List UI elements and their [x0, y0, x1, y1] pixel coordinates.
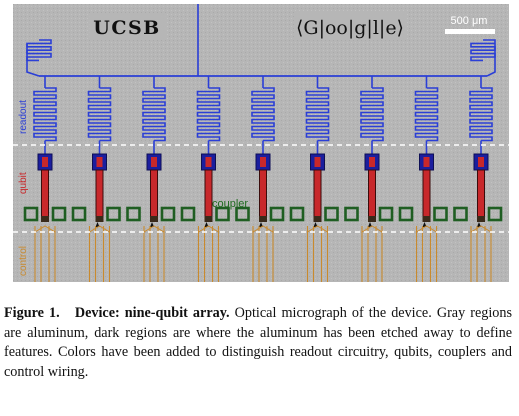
- coupler-marker: [95, 222, 100, 227]
- coupler-square: [180, 206, 196, 222]
- ucsb-logo-backdrop: [88, 14, 166, 40]
- coupler-square: [23, 206, 39, 222]
- control-fanout: [416, 225, 437, 233]
- coupler-marker: [204, 222, 209, 227]
- coupler-square: [378, 206, 394, 222]
- control-fanout: [34, 225, 56, 233]
- coupler-square: [71, 206, 87, 222]
- qubit-arm: [204, 169, 213, 219]
- control-fanout: [143, 225, 165, 233]
- coupler-square: [215, 206, 230, 222]
- qubit-pad-core: [96, 157, 103, 167]
- micrograph-background: [13, 4, 509, 282]
- qubit-arm: [41, 169, 49, 219]
- google-logo-backdrop: [295, 12, 407, 40]
- coupler-square: [269, 206, 285, 222]
- figure-number: Figure 1.: [4, 305, 60, 321]
- coupler-square: [453, 206, 468, 222]
- coupler-marker: [150, 222, 154, 227]
- coupler-marker: [422, 222, 427, 227]
- qubit-pad-core: [314, 157, 321, 167]
- output-lead: [486, 44, 496, 77]
- qubit-label: qubit: [18, 172, 29, 194]
- google-logo: ⟨G|oo|g|l|e⟩: [296, 17, 404, 39]
- input-lead: [26, 44, 40, 77]
- coupler-label: coupler: [212, 198, 248, 210]
- coupler-square: [324, 206, 339, 222]
- readout-resonator: [469, 87, 493, 142]
- qubit-squid: [313, 216, 322, 222]
- qubit-squid: [95, 216, 104, 222]
- qubit-squid: [150, 216, 158, 222]
- figure-title: Device: nine-qubit array.: [74, 305, 230, 321]
- coupler-marker: [313, 222, 318, 227]
- coupler-marker: [477, 222, 481, 227]
- coupler-square: [289, 206, 305, 222]
- device-micrograph: UCSB ⟨G|oo|g|l|e⟩ 500 μm readout qubit c…: [13, 4, 509, 282]
- figure-caption: Figure 1. Device: nine-qubit array. Opti…: [4, 304, 512, 382]
- qubit-squid: [477, 216, 485, 222]
- qubit-arm: [95, 169, 104, 219]
- control-fanout: [252, 225, 274, 233]
- control-fanout: [198, 225, 219, 233]
- qubit-pad-core: [478, 157, 484, 167]
- qubit-pad-core: [151, 157, 157, 167]
- coupler-marker: [368, 222, 372, 227]
- ucsb-logo: UCSB: [93, 17, 160, 39]
- coupler-square: [51, 206, 67, 222]
- readout-resonator: [33, 87, 57, 142]
- coupler-square: [235, 206, 250, 222]
- control-fanout: [361, 225, 383, 233]
- readout-resonator: [360, 87, 384, 142]
- scale-bar-label: 500 μm: [451, 15, 488, 27]
- coupler-square: [344, 206, 359, 222]
- qubit-squid: [204, 216, 213, 222]
- qubit-pad-core: [205, 157, 212, 167]
- scale-bar: [445, 29, 495, 34]
- qubit-squid: [422, 216, 431, 222]
- readout-resonator: [251, 87, 275, 142]
- qubit-pad-core: [260, 157, 266, 167]
- qubit-pad-core: [42, 157, 48, 167]
- control-fanout: [470, 225, 492, 233]
- readout-resonator: [305, 87, 330, 142]
- coupler-square: [106, 206, 121, 222]
- coupler-array: [23, 206, 503, 227]
- qubit-pad-core: [369, 157, 375, 167]
- control-label: control: [18, 246, 29, 276]
- control-fanout: [89, 225, 110, 233]
- coupler-square: [433, 206, 448, 222]
- qubit-squid: [259, 216, 267, 222]
- output-filter-meander: [470, 39, 496, 62]
- qubit-arm: [422, 169, 431, 219]
- readout-label: readout: [18, 100, 29, 134]
- readout-circuitry: [26, 4, 496, 154]
- input-filter-meander: [26, 39, 52, 62]
- qubit-arm: [259, 169, 267, 219]
- coupler-marker: [259, 222, 263, 227]
- qubit-squid: [41, 216, 49, 222]
- control-fanout: [307, 225, 328, 233]
- coupler-square: [398, 206, 414, 222]
- qubit-arm: [150, 169, 158, 219]
- readout-resonator: [142, 87, 166, 142]
- coupler-square: [487, 206, 503, 222]
- region-dividers: [13, 144, 509, 233]
- control-wiring: [34, 225, 492, 282]
- qubit-arm: [477, 169, 485, 219]
- qubit-pad-core: [423, 157, 430, 167]
- readout-resonator: [87, 87, 112, 142]
- qubit-arm: [368, 169, 376, 219]
- readout-resonator: [414, 87, 439, 142]
- caption-text: Optical micrograph of the device. Gray r…: [4, 305, 513, 380]
- readout-resonator: [196, 87, 221, 142]
- coupler-square: [126, 206, 141, 222]
- qubit-arm: [313, 169, 322, 219]
- qubit-squid: [368, 216, 376, 222]
- qubit-array: [37, 153, 489, 222]
- coupler-square: [160, 206, 176, 222]
